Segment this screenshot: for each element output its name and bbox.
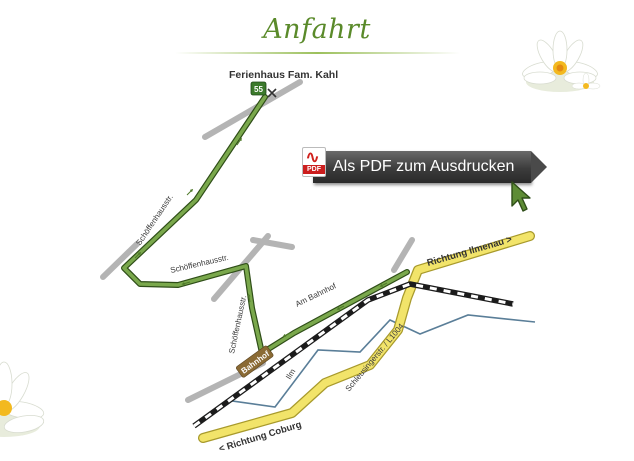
route-line (122, 95, 409, 355)
pdf-button-label: Als PDF zum Ausdrucken (333, 158, 515, 175)
route-outline (121, 94, 410, 356)
route-arrow-8 (236, 137, 242, 146)
river-ilm (194, 314, 536, 428)
route-arrow-2 (379, 282, 388, 287)
route (121, 94, 410, 356)
pdf-icon-tag: PDF (303, 165, 325, 174)
side-road-mid-branch (250, 237, 295, 250)
route-arrow-1 (336, 305, 345, 310)
main-road-l1004 (198, 231, 535, 443)
side-road-right (391, 237, 415, 273)
water-lily-icon (522, 30, 601, 92)
main-road-fill (199, 232, 534, 442)
route-arrow-7 (186, 188, 194, 196)
route-arrow-6 (134, 251, 142, 259)
mouse-pointer-icon (511, 181, 531, 212)
pdf-download-button[interactable]: ∿ PDF Als PDF zum Ausdrucken (301, 147, 557, 187)
water-lily-icon (0, 361, 45, 437)
route-arrow-3 (282, 332, 291, 337)
pdf-icon: ∿ PDF (301, 147, 327, 177)
direction-ilmenau: Richtung Ilmenau > (426, 234, 514, 269)
destination-marker: 55 (250, 81, 277, 98)
side-road-top (202, 79, 303, 140)
title-divider (175, 52, 460, 54)
pdf-button-body (313, 151, 531, 183)
page-title: Anfahrt (263, 14, 371, 45)
street-label-schleusinger: Schleusingerstr. / L1004 (344, 321, 406, 393)
street-label-schoeffenhausstr-3: Schöffenhausstr. (227, 294, 248, 354)
destination-label: Ferienhaus Fam. Kahl (229, 69, 338, 81)
route-arrow-4 (247, 293, 251, 303)
railway-dashes (193, 282, 514, 428)
street-label-am-bahnhof: Am Bahnhof (294, 281, 338, 309)
route-arrow-5 (181, 281, 191, 286)
house-number: 55 (254, 85, 263, 94)
side-road-left (100, 241, 140, 280)
pdf-button-tip (531, 151, 547, 183)
